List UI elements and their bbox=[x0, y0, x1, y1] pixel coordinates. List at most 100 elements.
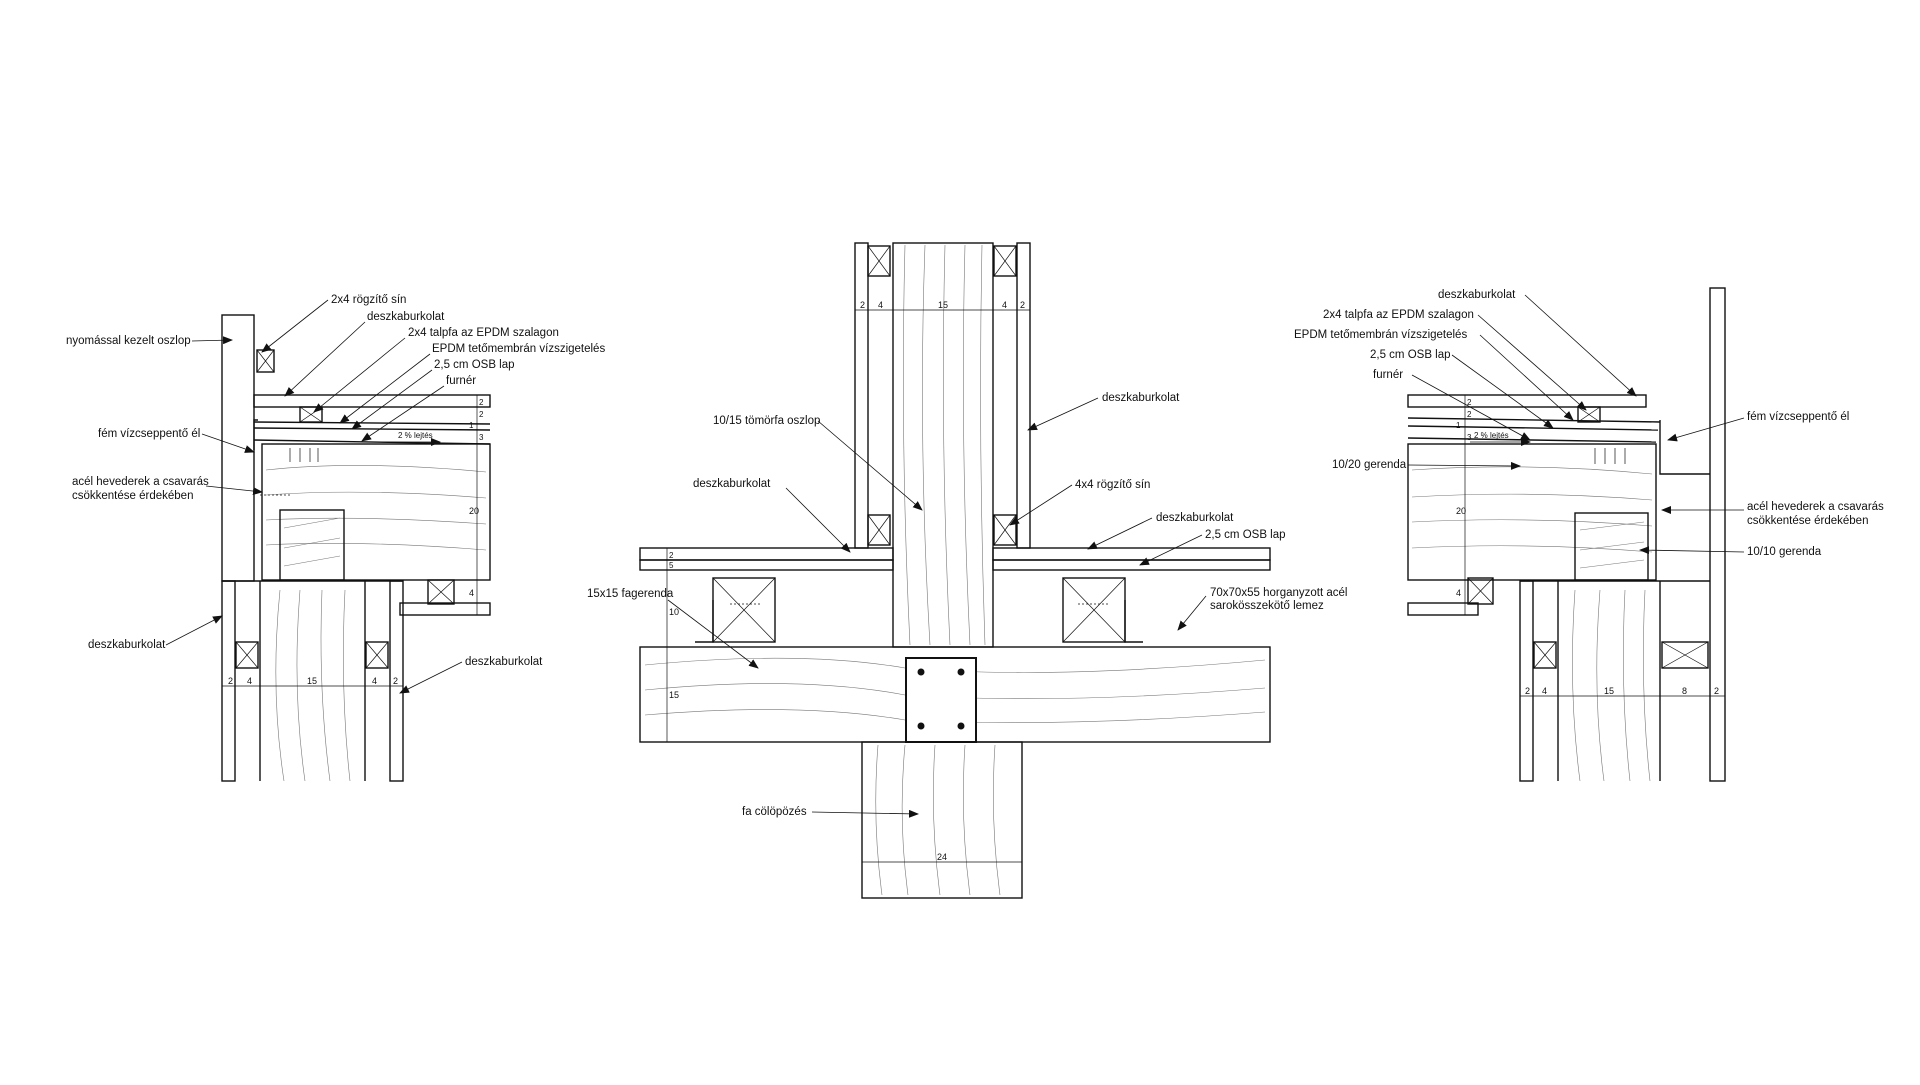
treated-post-section bbox=[221, 314, 255, 582]
right-dim-v2a: 2 bbox=[1467, 398, 1472, 407]
top-cladding-board bbox=[253, 394, 491, 408]
secondary-beam bbox=[279, 509, 345, 581]
left-detail: 2 4 15 4 2 2 2 1 3 20 4 2 % lejtés 2x4 r… bbox=[66, 294, 605, 782]
dim-v2a: 2 bbox=[479, 398, 484, 407]
right-label-veneer: furnér bbox=[1373, 369, 1403, 381]
dim-v20: 20 bbox=[469, 506, 479, 516]
center-rail-upper-right bbox=[993, 245, 1017, 277]
right-detail: 2 4 15 8 2 2 2 1 3 20 4 2 % lejtés deszk… bbox=[1294, 287, 1884, 782]
center-rail-lower-left bbox=[867, 514, 891, 546]
center-dim-v10: 10 bbox=[669, 607, 679, 617]
dim-4a: 4 bbox=[247, 676, 252, 686]
deck-cladding-right bbox=[992, 547, 1271, 561]
label-osb: 2,5 cm OSB lap bbox=[434, 359, 515, 371]
right-dim-2a: 2 bbox=[1525, 686, 1530, 696]
center-rail-lower-right bbox=[993, 514, 1017, 546]
right-label-straps-1: acél hevederek a csavarás bbox=[1747, 501, 1884, 513]
deck-cladding-left bbox=[639, 547, 894, 561]
right-wall-cladding bbox=[1709, 287, 1726, 782]
label-cladding-top: deszkaburkolat bbox=[367, 311, 445, 323]
dim-v4: 4 bbox=[469, 588, 474, 598]
center-dim-4a: 4 bbox=[878, 300, 883, 310]
main-beam bbox=[261, 443, 491, 581]
label-rail: 2x4 rögzítő sín bbox=[331, 294, 406, 306]
right-lower-right-rail bbox=[1661, 641, 1709, 669]
right-dim-8: 8 bbox=[1682, 686, 1687, 696]
right-dim-v2b: 2 bbox=[1467, 410, 1472, 419]
right-osb bbox=[1407, 425, 1659, 431]
right-label-sole-plate: 2x4 talpfa az EPDM szalagon bbox=[1323, 309, 1474, 321]
label-osb: 2,5 cm OSB lap bbox=[1205, 529, 1286, 541]
label-veneer: furnér bbox=[446, 375, 476, 387]
right-label-beam-10-10: 10/10 gerenda bbox=[1747, 546, 1822, 558]
right-dim-2b: 2 bbox=[1714, 686, 1719, 696]
label-post: 10/15 tömörfa oszlop bbox=[713, 415, 820, 427]
bracket-right bbox=[1124, 600, 1143, 643]
right-top-cladding bbox=[1407, 394, 1647, 408]
center-cladding-left-wall bbox=[854, 242, 869, 549]
label-rail: 4x4 rögzítő sín bbox=[1075, 479, 1150, 491]
label-straps-1: acél hevederek a csavarás bbox=[72, 476, 209, 488]
label-beam: 15x15 fagerenda bbox=[587, 588, 674, 600]
right-dim-v3: 3 bbox=[1467, 433, 1472, 442]
center-dim-15: 15 bbox=[938, 300, 948, 310]
label-membrane: EPDM tetőmembrán vízszigetelés bbox=[432, 343, 605, 355]
right-membrane bbox=[1407, 417, 1661, 423]
right-dim-4: 4 bbox=[1542, 686, 1547, 696]
label-pile: fa cölöpözés bbox=[742, 806, 807, 818]
right-label-beam-10-20: 10/20 gerenda bbox=[1332, 459, 1407, 471]
lower-cladding-board bbox=[399, 602, 491, 616]
drip-edge-profile bbox=[253, 419, 258, 450]
label-bracket-1: 70x70x55 horganyzott acél bbox=[1210, 587, 1347, 599]
center-dim-v5: 5 bbox=[669, 561, 674, 570]
center-dim-v2a: 2 bbox=[669, 551, 674, 560]
dim-v2b: 2 bbox=[479, 410, 484, 419]
right-lower-cladding-left bbox=[1519, 580, 1534, 782]
dim-2b: 2 bbox=[393, 676, 398, 686]
right-dim-v1: 1 bbox=[1456, 421, 1461, 430]
label-cladding-right: deszkaburkolat bbox=[1102, 392, 1180, 404]
lower-left-rail bbox=[235, 641, 259, 669]
label-straps-2: csökkentése érdekében bbox=[72, 490, 193, 502]
dim-15: 15 bbox=[307, 676, 317, 686]
label-cladding-left: deszkaburkolat bbox=[693, 478, 771, 490]
steel-connector-plate bbox=[905, 657, 977, 743]
right-lower-left-rail bbox=[1533, 641, 1557, 669]
right-drip-edge bbox=[1659, 420, 1710, 475]
lower-rail-block bbox=[427, 579, 455, 605]
right-dim-15: 15 bbox=[1604, 686, 1614, 696]
right-label-cladding-top: deszkaburkolat bbox=[1438, 289, 1516, 301]
center-dim-4b: 4 bbox=[1002, 300, 1007, 310]
lower-right-rail bbox=[365, 641, 389, 669]
dim-2a: 2 bbox=[228, 676, 233, 686]
center-dim-v15: 15 bbox=[669, 690, 679, 700]
dim-4b: 4 bbox=[372, 676, 377, 686]
right-label-osb: 2,5 cm OSB lap bbox=[1370, 349, 1451, 361]
slope-label: 2 % lejtés bbox=[398, 431, 433, 440]
osb-right bbox=[992, 559, 1271, 571]
right-lower-cladding bbox=[1407, 602, 1479, 616]
label-cladding-right: deszkaburkolat bbox=[465, 656, 543, 668]
dim-v1: 1 bbox=[469, 421, 474, 430]
center-detail: 2 4 15 4 2 24 bbox=[587, 242, 1347, 899]
right-main-beam bbox=[1407, 443, 1657, 581]
right-label-drip-edge: fém vízcseppentő él bbox=[1747, 411, 1849, 423]
center-cladding-right-wall bbox=[1016, 242, 1031, 549]
center-dim-2b: 2 bbox=[1020, 300, 1025, 310]
label-drip-edge: fém vízcseppentő él bbox=[98, 428, 200, 440]
right-dim-v20: 20 bbox=[1456, 506, 1466, 516]
right-label-membrane: EPDM tetőmembrán vízszigetelés bbox=[1294, 329, 1467, 341]
center-dim-24: 24 bbox=[937, 852, 947, 862]
osb-left bbox=[639, 559, 894, 571]
right-slope-label: 2 % lejtés bbox=[1474, 431, 1509, 440]
dim-v3: 3 bbox=[479, 433, 484, 442]
label-cladding-deck: deszkaburkolat bbox=[1156, 512, 1234, 524]
right-veneer bbox=[1407, 437, 1657, 443]
label-bracket-2: sarokösszekötő lemez bbox=[1210, 600, 1324, 612]
center-dim-2a: 2 bbox=[860, 300, 865, 310]
osb-board bbox=[253, 427, 491, 431]
right-sole-plate-block bbox=[1577, 406, 1601, 423]
right-label-straps-2: csökkentése érdekében bbox=[1747, 515, 1868, 527]
epdm-membrane bbox=[253, 421, 491, 425]
